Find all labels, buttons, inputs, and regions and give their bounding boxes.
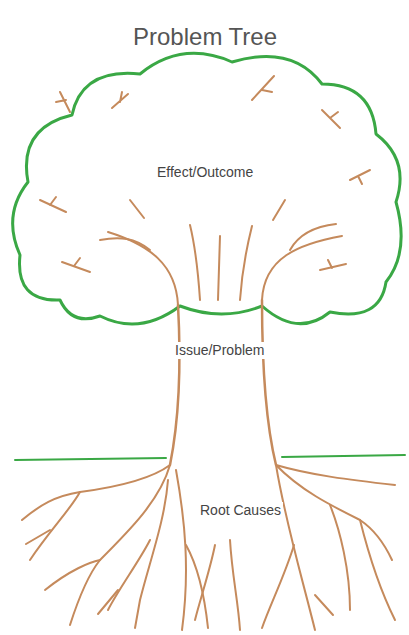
tree-roots	[22, 465, 395, 630]
ground-line	[15, 455, 405, 460]
trunk-label: Issue/Problem	[173, 342, 266, 359]
roots-label: Root Causes	[198, 502, 283, 519]
tree-trunk	[170, 300, 276, 465]
tree-crown	[13, 53, 402, 324]
diagram-title: Problem Tree	[133, 23, 277, 51]
crown-label: Effect/Outcome	[155, 164, 255, 181]
tree-branches	[40, 76, 370, 305]
